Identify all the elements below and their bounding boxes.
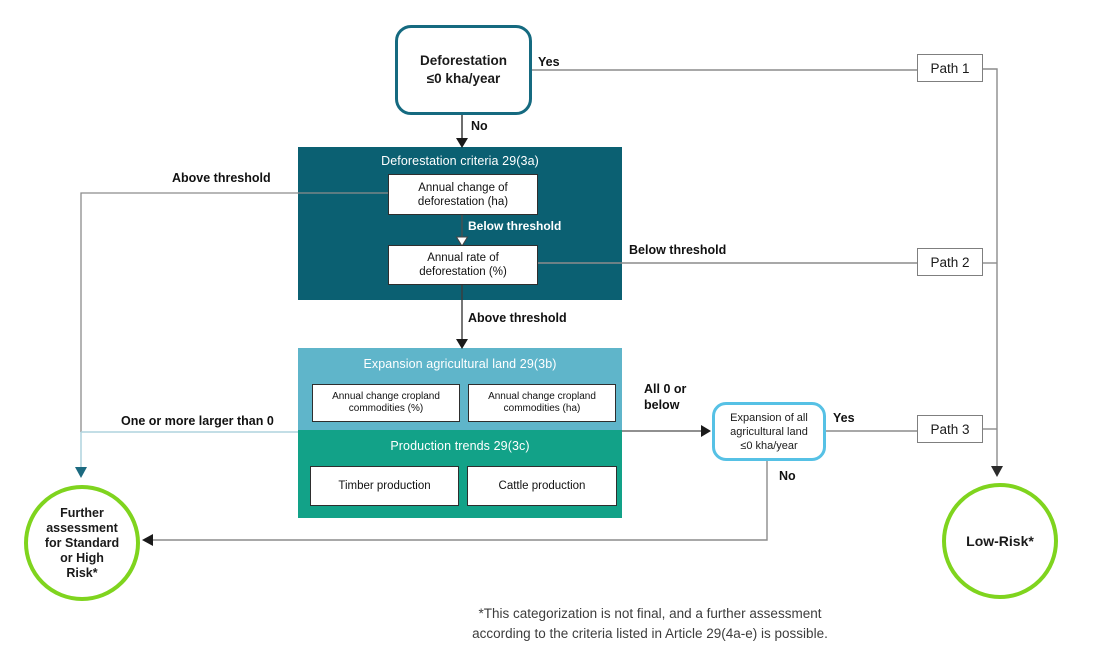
label-one-or-more: One or more larger than 0 (121, 414, 274, 428)
label-above-threshold-left: Above threshold (172, 171, 271, 185)
node-cattle-production: Cattle production (467, 466, 617, 506)
edge-above-threshold-left (80, 192, 388, 432)
start-line2: ≤0 kha/year (426, 71, 501, 86)
footnote-line2: according to the criteria listed in Arti… (472, 625, 828, 641)
label-below-threshold-inner: Below threshold (468, 219, 562, 233)
node-annual-rate-deforestation: Annual rate of deforestation (%) (388, 245, 538, 285)
edge-no-expansion (142, 461, 768, 546)
edge-no-top (456, 115, 468, 148)
node-path-3: Path 3 (917, 415, 983, 443)
edge-change-to-rate (455, 213, 469, 247)
title-expansion-3b: Expansion agricultural land 29(3b) (363, 357, 557, 371)
node-path-1: Path 1 (917, 54, 983, 82)
cropland-ha-line2: commodities (ha) (503, 403, 581, 414)
label-yes-top: Yes (538, 55, 560, 69)
cropland-pct-line1: Annual change cropland (332, 390, 440, 402)
node-deforestation-start: Deforestation ≤0 kha/year (395, 25, 532, 115)
node-annual-change-deforestation: Annual change of deforestation (ha) (388, 174, 538, 215)
label-all-zero: All 0 or below (644, 381, 686, 413)
annual-change-line1: Annual change of (418, 181, 508, 194)
label-no-expansion: No (779, 469, 796, 483)
node-further-assessment: Further assessment for Standard or High … (24, 485, 140, 601)
annual-rate-line2: deforestation (%) (419, 266, 507, 278)
edge-paths-to-lowrisk (983, 68, 1003, 477)
all-zero-line2: below (644, 398, 680, 412)
edge-all-zero (622, 425, 711, 437)
node-low-risk: Low-Risk* (942, 483, 1058, 599)
annual-change-line2: deforestation (ha) (417, 195, 509, 208)
expansion-all-line3: ≤0 kha/year (740, 439, 798, 452)
edge-rate-to-expansion (456, 283, 468, 349)
label-yes-expansion: Yes (833, 411, 855, 425)
node-expansion-all-agricultural: Expansion of all agricultural land ≤0 kh… (712, 402, 826, 461)
expansion-all-line1: Expansion of all (730, 411, 808, 424)
node-timber-production: Timber production (310, 466, 459, 506)
all-zero-line1: All 0 or (644, 382, 687, 396)
further-line5: Risk* (66, 565, 98, 580)
node-cropland-commodities-pct: Annual change cropland commodities (%) (312, 384, 460, 422)
label-below-threshold-right: Below threshold (629, 243, 727, 257)
label-no-top: No (471, 119, 488, 133)
annual-rate-line1: Annual rate of (427, 252, 499, 264)
further-line1: Further (60, 505, 104, 520)
further-line2: assessment (46, 520, 118, 535)
title-production-3c: Production trends 29(3c) (390, 439, 530, 453)
further-line3: for Standard (44, 535, 120, 550)
footnote-line1: *This categorization is not final, and a… (478, 606, 822, 621)
cropland-ha-line1: Annual change cropland (488, 390, 596, 402)
footnote: *This categorization is not final, and a… (340, 604, 960, 643)
expansion-all-line2: agricultural land (730, 425, 808, 438)
start-line1: Deforestation (419, 53, 507, 68)
label-above-threshold-mid: Above threshold (468, 311, 567, 325)
node-cropland-commodities-ha: Annual change cropland commodities (ha) (468, 384, 616, 422)
node-path-2: Path 2 (917, 248, 983, 276)
edge-one-or-more (75, 431, 298, 478)
further-line4: or High (60, 550, 104, 565)
title-criteria-3a: Deforestation criteria 29(3a) (381, 154, 539, 168)
cropland-pct-line2: commodities (%) (348, 403, 424, 414)
